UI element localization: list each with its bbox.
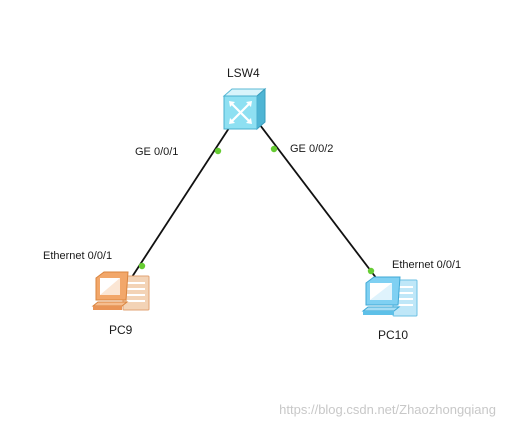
switch-name-label: LSW4 bbox=[227, 66, 260, 80]
pc9-name-label: PC9 bbox=[109, 323, 133, 337]
watermark-text: https://blog.csdn.net/Zhaozhongqiang bbox=[279, 402, 496, 417]
pc10-name-label: PC10 bbox=[378, 328, 409, 342]
port-label-pc9-eth: Ethernet 0/0/1 bbox=[43, 250, 113, 262]
port-dot-pc9-eth bbox=[138, 262, 146, 270]
link-lsw4-pc10[interactable] bbox=[259, 124, 381, 284]
pc-icon[interactable] bbox=[361, 276, 418, 317]
link-lsw4-pc9[interactable] bbox=[129, 124, 232, 281]
port-label-lsw4-ge2: GE 0/0/2 bbox=[290, 143, 334, 155]
pc-icon[interactable] bbox=[91, 271, 150, 311]
port-label-pc10-eth: Ethernet 0/0/1 bbox=[392, 259, 462, 271]
port-dot-lsw4-ge2 bbox=[270, 145, 278, 153]
port-dot-lsw4-ge1 bbox=[214, 147, 222, 155]
port-label-lsw4-ge1: GE 0/0/1 bbox=[135, 146, 179, 158]
port-dot-pc10-eth bbox=[367, 267, 375, 275]
switch-icon[interactable] bbox=[222, 87, 267, 131]
